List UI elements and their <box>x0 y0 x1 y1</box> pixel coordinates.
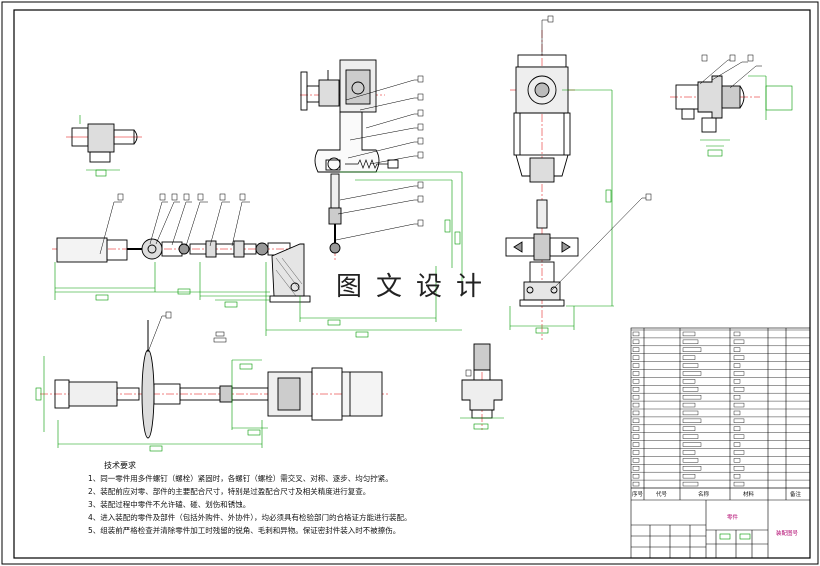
tech-requirement-3: 3、装配过程中零件不允许磕、碰、划伤和锈蚀。 <box>88 500 251 509</box>
bom-cell-marker <box>632 387 640 392</box>
bom-cell-marker <box>632 355 640 360</box>
bom-cell-marker <box>733 450 745 455</box>
bom-header-col5: 备注 <box>790 492 802 498</box>
bom-cell-marker <box>632 450 640 455</box>
technical-requirements: 技术要求 1、同一零件用多件螺钉（螺栓）紧固时，各螺钉（螺栓）需交叉、对称、逐步… <box>88 459 528 537</box>
bom-cell-marker <box>733 458 741 463</box>
bom-cell-marker <box>682 371 702 376</box>
bom-cell-marker <box>733 442 741 447</box>
bom-cell-marker <box>682 355 696 360</box>
bom-cell-marker <box>733 434 745 439</box>
title-block-drawing-number: 装配图号 <box>776 531 799 537</box>
main-arm-front-view <box>52 193 311 308</box>
bom-cell-marker <box>682 387 699 392</box>
inner-frame <box>13 9 811 559</box>
bom-header-col1: 序号 <box>632 492 644 498</box>
watermark-text: 图文设计 <box>336 272 497 302</box>
bom-cell-marker <box>682 426 696 431</box>
bom-cell-marker <box>682 474 696 479</box>
bom-rows <box>631 329 810 489</box>
bom-cell-marker <box>632 410 640 416</box>
bom-header-col4: 材料 <box>743 492 755 498</box>
bom-cell-marker <box>632 347 640 352</box>
bom-cell-marker <box>733 387 745 392</box>
bom-cell-marker <box>682 339 699 344</box>
bom-cell-marker <box>682 466 702 471</box>
bom-cell-marker <box>733 339 745 344</box>
bom-cell-marker <box>632 458 640 463</box>
bom-cell-marker <box>733 426 741 431</box>
bom-header-col2: 代号 <box>656 492 668 498</box>
bom-table <box>630 327 811 559</box>
bom-cell-marker <box>733 474 741 479</box>
top-right-detail-view <box>670 54 793 157</box>
tech-requirement-2: 2、装配前应对零、部件的主要配合尺寸，特别是过盈配合尺寸及相关精度进行复查。 <box>88 487 371 496</box>
bom-cell-marker <box>682 418 702 423</box>
bom-cell-marker <box>682 481 699 487</box>
bom-cell-marker <box>733 410 741 416</box>
vertical-arm-side-view <box>265 59 463 338</box>
title-block-material: 零件 <box>727 515 739 521</box>
bom-cell-marker <box>632 474 640 479</box>
bom-cell-marker <box>682 434 699 439</box>
bom-header-col3: 名称 <box>698 492 710 498</box>
bom-cell-marker <box>733 481 745 487</box>
bom-cell-marker <box>682 410 699 416</box>
bom-cell-marker <box>682 442 702 447</box>
centre-detail-view <box>460 343 504 430</box>
bom-cell-marker <box>733 363 741 368</box>
bom-cell-marker <box>733 418 745 423</box>
bom-cell-marker <box>632 426 640 431</box>
bom-cell-marker <box>632 371 640 376</box>
bom-cell-marker <box>632 331 640 337</box>
bom-cell-marker <box>632 434 640 439</box>
bom-cell-marker <box>632 402 640 408</box>
bom-cell-marker <box>733 331 741 337</box>
bom-cell-marker <box>682 379 696 384</box>
bom-cell-marker <box>632 363 640 368</box>
bom-cell-marker <box>733 379 741 384</box>
right-side-view <box>505 15 652 340</box>
bom-cell-marker <box>682 402 696 408</box>
bom-cell-marker <box>733 371 745 376</box>
bom-cell-marker <box>733 347 741 352</box>
bom-cell-marker <box>682 458 699 463</box>
title-block <box>631 500 769 558</box>
tech-requirement-4: 4、进入装配的零件及部件（包括外购件、外协件），均必须具有检验部门的合格证方能进… <box>88 513 412 522</box>
bom-cell-marker <box>682 450 696 455</box>
bom-cell-marker <box>632 339 640 344</box>
top-left-detail-view <box>66 115 142 177</box>
view-markers <box>213 331 227 343</box>
bom-cell-marker <box>682 347 702 352</box>
bom-cell-marker <box>632 442 640 447</box>
bom-cell-marker <box>632 379 640 384</box>
tech-requirement-1: 1、同一零件用多件螺钉（螺栓）紧固时，各螺钉（螺栓）需交叉、对称、逐步、均匀拧紧… <box>88 474 393 483</box>
bom-cell-marker <box>733 355 745 360</box>
bom-cell-marker <box>632 466 640 471</box>
bom-cell-marker <box>632 395 640 400</box>
bom-cell-marker <box>682 363 699 368</box>
bottom-top-view <box>35 311 390 452</box>
bom-cell-marker <box>632 481 640 487</box>
tech-requirement-5: 5、组装前严格检查并清除零件加工时残留的锐角、毛刺和异物。保证密封件装入时不被擦… <box>88 526 401 535</box>
bom-cell-marker <box>632 418 640 423</box>
bom-cell-marker <box>733 402 745 408</box>
bom-cell-marker <box>682 395 702 400</box>
tech-requirements-title: 技术要求 <box>104 461 136 470</box>
bom-cell-marker <box>733 395 741 400</box>
bom-cell-marker <box>682 331 696 337</box>
bom-cell-marker <box>733 466 745 471</box>
